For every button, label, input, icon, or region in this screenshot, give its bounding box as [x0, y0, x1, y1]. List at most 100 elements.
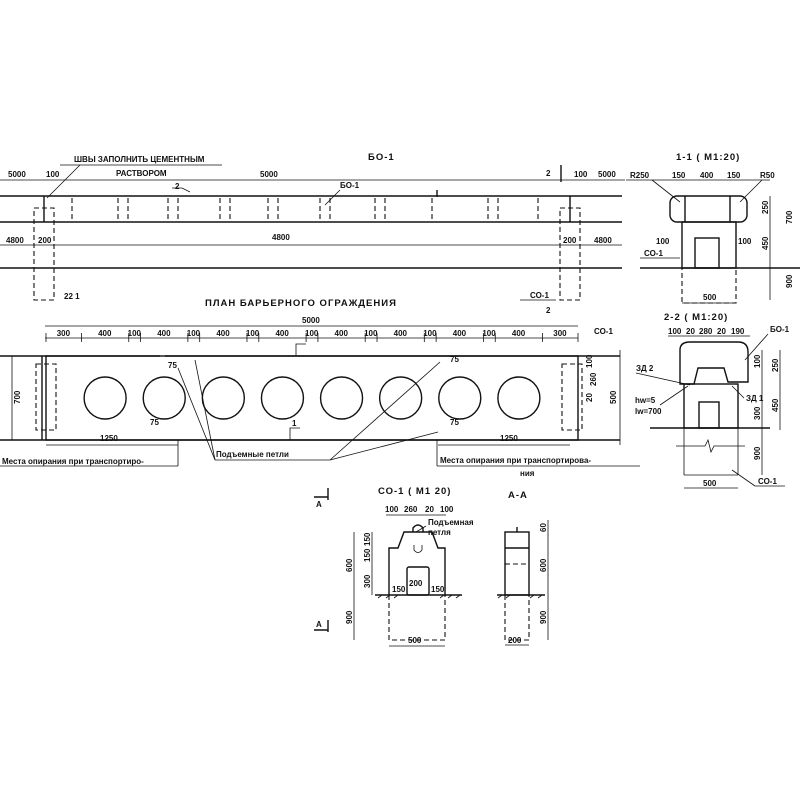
segment-dim: 400: [216, 329, 230, 338]
dim-200: 200: [508, 636, 522, 645]
segment-dim: 100: [482, 329, 496, 338]
section-1-1: 1-1 ( М1:20) R250 150 400 150 R50 100 10…: [626, 152, 800, 304]
dim-100: 100: [385, 505, 399, 514]
dim-280: 280: [699, 327, 713, 336]
segment-dim: 100: [305, 329, 319, 338]
dim-75: 75: [450, 418, 459, 427]
segment-dim: 100: [187, 329, 201, 338]
dim-150: 150: [431, 585, 445, 594]
r250-label: R250: [630, 171, 650, 180]
section-mark-a-top: А: [316, 500, 322, 509]
hole-circle: [438, 376, 482, 420]
dim-road-1: 200: [38, 236, 52, 245]
note-support-right-1: Места опирания при транспортирова-: [440, 456, 591, 465]
dim-500: 500: [408, 636, 422, 645]
leader-line: [324, 189, 341, 206]
leader-line: [635, 372, 691, 386]
section-mark-2: 2: [546, 169, 551, 178]
section-a-a: А-А 60 600 900 200: [497, 490, 549, 646]
plan-title: ПЛАН БАРЬЕРНОГО ОГРАЖДЕНИЯ: [205, 298, 397, 309]
post-left-outline: [33, 207, 55, 301]
section-marker-2: [172, 187, 191, 193]
section-marker-a: [314, 620, 329, 632]
note-joint-1: ШВЫ ЗАПОЛНИТЬ ЦЕМЕНТНЫМ: [74, 155, 205, 164]
leader-line: [739, 179, 763, 203]
dim-20: 20: [717, 327, 726, 336]
dim-500: 500: [609, 390, 618, 404]
dim-900: 900: [539, 610, 548, 624]
hole-circle: [319, 376, 364, 420]
dim-road-2: 4800: [272, 233, 290, 242]
so-label: СО-1: [530, 291, 549, 300]
segment-dim: 400: [157, 329, 171, 338]
dim-60: 60: [539, 523, 548, 532]
break-line: [676, 438, 745, 454]
dim-150-left: 150: [672, 171, 686, 180]
section-a-a-title: А-А: [508, 490, 528, 501]
cap-section: [669, 195, 748, 223]
so-label: СО-1: [644, 249, 663, 258]
note-joint-2: РАСТВОРОМ: [116, 169, 167, 178]
dim-top-2: 5000: [260, 170, 278, 179]
dim-100-right: 100: [738, 237, 752, 246]
section-label: 2: [175, 182, 180, 191]
note-lifting-loops: Подъемные петли: [216, 450, 289, 459]
mark-22: 22 1: [64, 292, 80, 301]
dim-75: 75: [150, 418, 159, 427]
r50-label: R50: [760, 171, 775, 180]
dim-100: 100: [753, 354, 762, 368]
barrier-plan-top: БО-1 ШВЫ ЗАПОЛНИТЬ ЦЕМЕНТНЫМ РАСТВОРОМ 5…: [0, 152, 625, 315]
segment-dim: 300: [57, 329, 71, 338]
section-2-2-title: 2-2 ( М1:20): [664, 312, 728, 323]
leader-line: [46, 164, 81, 199]
segment-dim: 400: [453, 329, 467, 338]
leader-line: [651, 179, 681, 203]
hole-circles: [83, 376, 541, 420]
ground-hatch: [377, 594, 461, 599]
loop-anchor: [413, 545, 423, 553]
leader-line: [731, 385, 745, 399]
segment-dim: 300: [553, 329, 567, 338]
segment-dim: 400: [394, 329, 408, 338]
dim-top-4: 5000: [598, 170, 616, 179]
segment-dim: 100: [423, 329, 437, 338]
dim-1250-right: 1250: [500, 434, 518, 443]
hole-circle: [260, 376, 305, 420]
cap-section: [679, 341, 749, 385]
dim-400: 400: [700, 171, 714, 180]
weld-hw: hw=5: [635, 396, 656, 405]
slab-outline: [45, 355, 579, 441]
post-left-outline: [35, 363, 57, 431]
bo-label: БО-1: [340, 181, 360, 190]
dim-150: 150: [363, 548, 372, 562]
post-section: [681, 221, 737, 269]
section-1-label: 1: [292, 419, 297, 428]
dim-75: 75: [168, 361, 177, 370]
loop-label-2: петля: [428, 528, 451, 537]
door-opening: [698, 401, 720, 429]
dim-900: 900: [785, 274, 794, 288]
segment-dim: 400: [275, 329, 289, 338]
post-so1-detail: СО-1 ( М1 20) А А 100 260 20 100 Подъемн…: [314, 486, 474, 647]
so-label: СО-1: [594, 327, 613, 336]
so1-title: СО-1 ( М1 20): [378, 486, 451, 497]
segment-dim: 100: [364, 329, 378, 338]
dim-road-3: 200: [563, 236, 577, 245]
dim-450: 450: [771, 398, 780, 412]
post-right-outline: [561, 363, 583, 431]
section-mark-2-bottom: 2: [546, 306, 551, 315]
hole-circle: [497, 376, 541, 420]
dim-450: 450: [761, 236, 770, 250]
dim-600: 600: [345, 558, 354, 572]
weld-lw: lw=700: [635, 407, 662, 416]
hole-circle: [201, 376, 246, 420]
weld-zd2: ЗД 2: [636, 364, 654, 373]
dim-100: 100: [440, 505, 454, 514]
dim-20: 20: [585, 393, 594, 402]
post-outline: [388, 531, 446, 595]
hole-circle: [83, 376, 127, 420]
dim-300: 300: [753, 406, 762, 420]
